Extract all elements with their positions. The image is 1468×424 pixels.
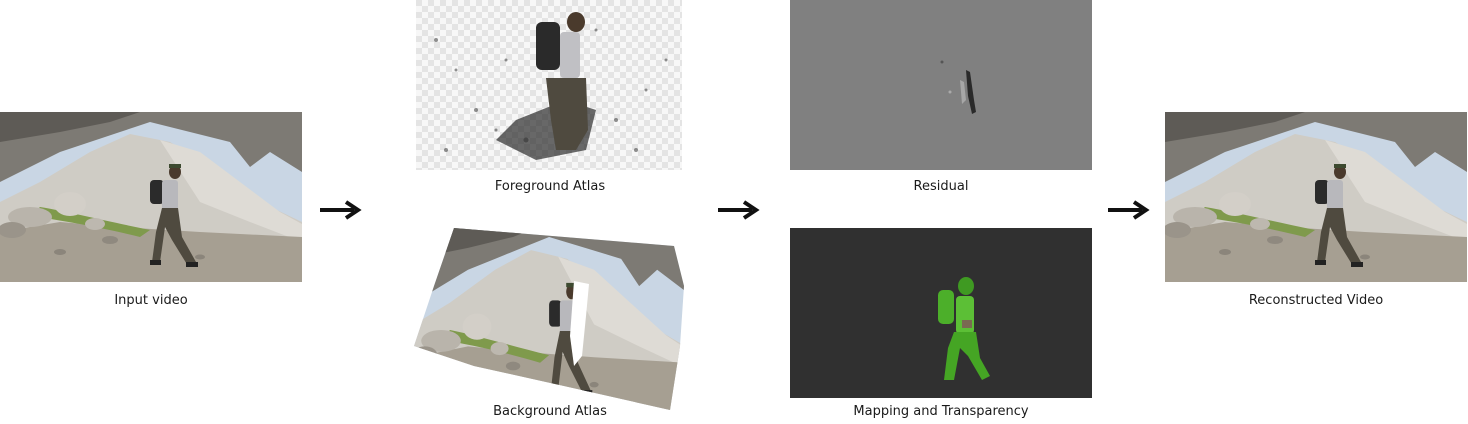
arrow-right-icon [1106, 200, 1150, 220]
mapping-caption: Mapping and Transparency [853, 404, 1029, 419]
input-video-frame [0, 112, 302, 282]
background-atlas-image [414, 226, 686, 412]
residual-caption: Residual [913, 179, 969, 194]
arrow-right-icon [716, 200, 760, 220]
reconstructed-video-frame [1165, 112, 1467, 282]
reconstructed-video-image [1165, 112, 1467, 282]
foreground-atlas-caption: Foreground Atlas [494, 179, 606, 194]
reconstructed-video-caption: Reconstructed Video [1248, 293, 1384, 308]
arrow-right-icon [318, 200, 362, 220]
background-atlas-caption: Background Atlas [493, 404, 607, 419]
residual-image [790, 0, 1092, 170]
input-video-image [0, 112, 302, 282]
foreground-atlas-image [416, 0, 682, 170]
mapping-transparency-image [790, 228, 1092, 398]
input-video-caption: Input video [114, 293, 188, 308]
